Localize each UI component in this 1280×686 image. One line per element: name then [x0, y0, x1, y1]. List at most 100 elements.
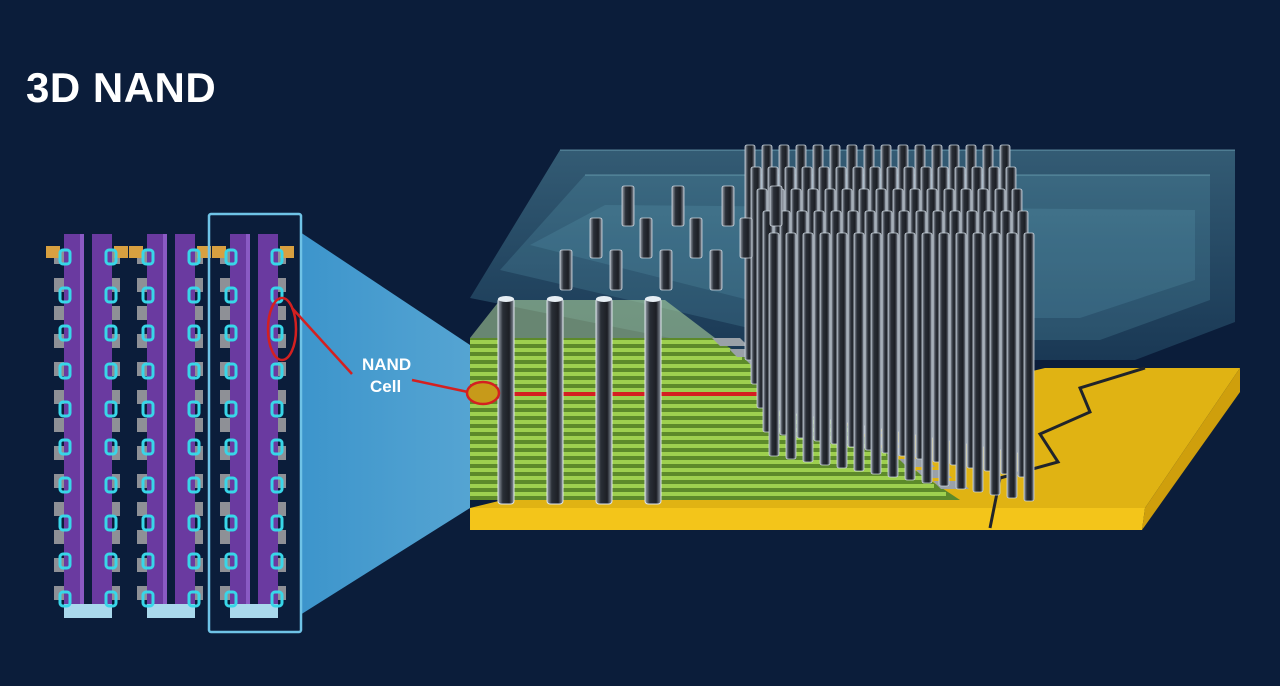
nand-string-pair: [212, 234, 294, 618]
memory-cell: [224, 552, 238, 570]
memory-cell: [187, 514, 201, 532]
memory-cell: [58, 514, 72, 532]
channel-pillar: [595, 297, 613, 505]
memory-cell: [270, 362, 284, 380]
memory-cell: [58, 552, 72, 570]
wordline-layer: [470, 452, 886, 456]
dielectric-block: [193, 418, 203, 432]
memory-cell: [270, 248, 284, 266]
memory-cell: [270, 324, 284, 342]
dielectric-block: [110, 530, 120, 544]
memory-cell: [187, 476, 201, 494]
channel-pillars-front: [497, 296, 662, 505]
dielectric-block: [110, 418, 120, 432]
wordline-layer: [470, 468, 910, 472]
wordline-layer: [470, 388, 790, 392]
wordline-layer: [470, 396, 802, 400]
dielectric-block: [110, 390, 120, 404]
memory-cell: [104, 552, 118, 570]
channel-pillar: [721, 185, 735, 227]
dielectric-block: [276, 306, 286, 320]
memory-cell: [187, 590, 201, 608]
channel-pillar: [497, 297, 515, 505]
memory-cell: [187, 362, 201, 380]
memory-cell: [58, 324, 72, 342]
bottom-plate: [64, 604, 112, 618]
channel-strip: [92, 234, 112, 606]
dielectric-block: [193, 530, 203, 544]
memory-cell: [141, 324, 155, 342]
dielectric-block: [220, 418, 230, 432]
dielectric-block: [220, 502, 230, 516]
memory-cell: [224, 476, 238, 494]
dielectric-block: [54, 390, 64, 404]
channel-pillar: [769, 185, 783, 227]
memory-cell: [58, 590, 72, 608]
memory-cell: [187, 438, 201, 456]
memory-cell: [141, 476, 155, 494]
left-cell-marker: [266, 296, 298, 362]
channel-pillar: [938, 232, 950, 487]
channel-pillar: [870, 232, 882, 475]
dielectric-block: [54, 418, 64, 432]
dielectric-block: [220, 278, 230, 292]
dielectric-block: [276, 418, 286, 432]
channel-edge: [80, 234, 84, 606]
channel-pillar: [739, 217, 753, 259]
nand-cell-callout: NAND Cell: [266, 296, 501, 406]
memory-cell: [270, 438, 284, 456]
dielectric-block: [137, 502, 147, 516]
channel-pillar: [709, 249, 723, 291]
memory-cell: [187, 286, 201, 304]
memory-cell: [104, 286, 118, 304]
dielectric-block: [110, 306, 120, 320]
channel-pillar: [836, 232, 848, 469]
nand-string-pair: [46, 234, 128, 618]
memory-cell: [104, 362, 118, 380]
wordline-layer: [470, 444, 874, 448]
nand-string-pair: [129, 234, 211, 618]
channel-pillar: [639, 217, 653, 259]
pillar-cap: [596, 296, 612, 302]
memory-cell: [270, 590, 284, 608]
channel-pillar: [621, 185, 635, 227]
channel-strip: [258, 234, 278, 606]
dielectric-block: [276, 390, 286, 404]
memory-cell: [104, 476, 118, 494]
dielectric-block: [54, 278, 64, 292]
memory-cell: [58, 362, 72, 380]
memory-cell: [224, 248, 238, 266]
memory-cell: [104, 438, 118, 456]
memory-cell: [224, 400, 238, 418]
zoom-cone: [300, 232, 470, 615]
memory-cell: [104, 400, 118, 418]
dielectric-block: [137, 390, 147, 404]
channel-pillar: [546, 297, 564, 505]
memory-cell: [270, 286, 284, 304]
channel-pillar: [904, 232, 916, 481]
callout-label-line2: Cell: [370, 377, 401, 396]
wordline-layer: [470, 372, 766, 376]
channel-pillar: [853, 232, 865, 472]
dielectric-block: [193, 278, 203, 292]
pillar-cap: [498, 296, 514, 302]
memory-cell: [224, 590, 238, 608]
contact-cap: [46, 246, 60, 258]
channel-edge: [163, 234, 167, 606]
memory-cell: [141, 514, 155, 532]
channel-pillar: [921, 232, 933, 484]
memory-cell: [270, 476, 284, 494]
memory-cell: [187, 324, 201, 342]
highlight-box: [207, 212, 303, 634]
memory-cell: [224, 514, 238, 532]
memory-cell: [224, 362, 238, 380]
channel-pillar: [644, 297, 662, 505]
memory-cell: [58, 400, 72, 418]
page-title: 3D NAND: [26, 64, 217, 111]
memory-cell: [141, 438, 155, 456]
stack-cell-marker: [465, 380, 501, 406]
dielectric-block: [193, 306, 203, 320]
wordline-layer: [470, 460, 898, 464]
memory-cell: [141, 286, 155, 304]
